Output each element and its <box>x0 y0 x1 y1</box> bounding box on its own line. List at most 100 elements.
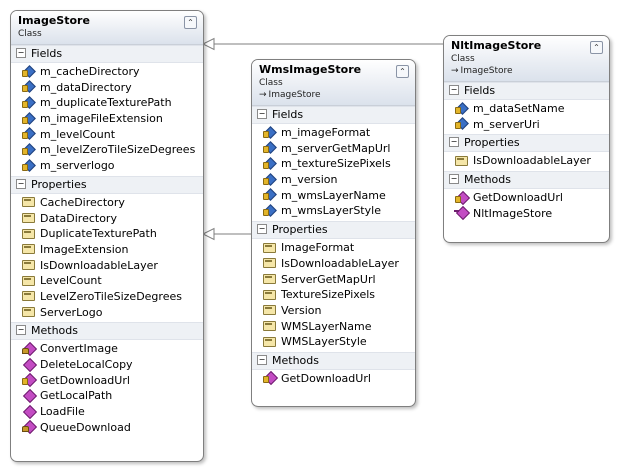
inherits-arrow-icon: → <box>259 90 267 100</box>
member-method[interactable]: ConvertImage <box>11 341 203 357</box>
inheritance-arrowhead-nlt <box>201 37 215 51</box>
member-field[interactable]: m_imageFormat <box>252 125 415 141</box>
property-icon <box>263 320 276 332</box>
member-method[interactable]: GetDownloadUrl <box>11 373 203 389</box>
member-field[interactable]: m_dataSetName <box>444 101 609 117</box>
member-property[interactable]: CacheDirectory <box>11 195 203 211</box>
member-field[interactable]: m_dataDirectory <box>11 80 203 96</box>
member-field[interactable]: m_serverlogo <box>11 158 203 174</box>
member-property[interactable]: DataDirectory <box>11 211 203 227</box>
property-icon <box>22 228 35 239</box>
member-property[interactable]: LevelCount <box>11 273 203 289</box>
section-header-fields[interactable]: −Fields <box>444 82 609 100</box>
member-field[interactable]: m_levelCount <box>11 127 203 143</box>
property-icon <box>22 196 35 208</box>
class-wmsimagestore[interactable]: WmsImageStore Class →ImageStore ⌃ −Field… <box>251 59 416 407</box>
member-method[interactable]: LoadFile <box>11 404 203 420</box>
class-name: NltImageStore <box>451 39 542 52</box>
collapse-minus-icon[interactable]: − <box>449 85 459 95</box>
member-method[interactable]: GetDownloadUrl <box>444 190 609 206</box>
member-field[interactable]: m_serverGetMapUrl <box>252 141 415 157</box>
property-icon <box>22 243 35 255</box>
collapse-minus-icon[interactable]: − <box>257 354 267 365</box>
section-header-methods[interactable]: −Methods <box>444 171 609 190</box>
class-nltimagestore[interactable]: NltImageStore Class →ImageStore ⌃ −Field… <box>443 35 610 243</box>
member-property[interactable]: ImageExtension <box>11 242 203 258</box>
member-property[interactable]: LevelZeroTileSizeDegrees <box>11 289 203 305</box>
member-field[interactable]: m_textureSizePixels <box>252 156 415 172</box>
member-method[interactable]: QueueDownload <box>11 420 203 436</box>
collapse-minus-icon[interactable]: − <box>449 137 459 148</box>
private-field-icon <box>22 144 35 155</box>
member-property[interactable]: ServerLogo <box>11 305 203 321</box>
protected-method-icon <box>22 343 35 354</box>
member-property[interactable]: WMSLayerStyle <box>252 334 415 350</box>
property-icon <box>455 155 468 166</box>
private-field-icon <box>263 127 276 138</box>
collapse-minus-icon[interactable]: − <box>449 174 459 185</box>
properties-list: ImageFormat IsDownloadableLayer ServerGe… <box>252 239 415 352</box>
constructor-method-icon <box>454 207 468 218</box>
private-field-icon <box>263 158 276 169</box>
member-method[interactable]: DeleteLocalCopy <box>11 357 203 373</box>
property-icon <box>263 242 276 253</box>
member-field[interactable]: m_wmsLayerName <box>252 188 415 204</box>
section-header-properties[interactable]: −Properties <box>252 221 415 240</box>
member-field[interactable]: m_version <box>252 172 415 188</box>
member-property[interactable]: ImageFormat <box>252 240 415 256</box>
member-method[interactable]: GetLocalPath <box>11 388 203 404</box>
private-method-icon <box>455 192 468 203</box>
chevron-up-icon[interactable]: ⌃ <box>396 65 409 78</box>
protected-method-icon <box>22 421 35 433</box>
methods-list: GetDownloadUrl <box>252 370 415 389</box>
member-property[interactable]: TextureSizePixels <box>252 287 415 303</box>
member-property[interactable]: IsDownloadableLayer <box>11 258 203 274</box>
section-header-properties[interactable]: −Properties <box>444 134 609 153</box>
section-header-fields[interactable]: −Fields <box>11 45 203 63</box>
section-header-fields[interactable]: −Fields <box>252 106 415 124</box>
collapse-minus-icon[interactable]: − <box>16 325 26 336</box>
private-field-icon <box>263 142 276 154</box>
chevron-up-icon[interactable]: ⌃ <box>590 41 603 54</box>
collapse-minus-icon[interactable]: − <box>16 48 26 58</box>
fields-list: m_dataSetName m_serverUri <box>444 100 609 134</box>
member-field[interactable]: m_cacheDirectory <box>11 64 203 80</box>
class-parent: →ImageStore <box>259 90 321 100</box>
private-field-icon <box>455 103 468 114</box>
member-method[interactable]: GetDownloadUrl <box>252 371 415 387</box>
collapse-minus-icon[interactable]: − <box>257 224 267 235</box>
section-header-properties[interactable]: −Properties <box>11 175 203 194</box>
property-icon <box>263 336 276 347</box>
member-field[interactable]: m_serverUri <box>444 117 609 133</box>
member-field[interactable]: m_levelZeroTileSizeDegrees <box>11 142 203 158</box>
property-icon <box>22 306 35 318</box>
method-icon <box>22 390 35 401</box>
inheritance-arrowhead-wms <box>201 227 215 241</box>
private-field-icon <box>263 189 276 201</box>
section-header-methods[interactable]: −Methods <box>252 351 415 370</box>
chevron-up-icon[interactable]: ⌃ <box>184 16 197 29</box>
property-icon <box>263 304 276 316</box>
private-field-icon <box>22 66 35 77</box>
collapse-minus-icon[interactable]: − <box>16 178 26 189</box>
property-icon <box>263 289 276 300</box>
member-field[interactable]: m_duplicateTexturePath <box>11 95 203 111</box>
member-property[interactable]: Version <box>252 303 415 319</box>
member-method[interactable]: NltImageStore <box>444 206 609 222</box>
class-imagestore[interactable]: ImageStore Class ⌃ −Fields m_cacheDirect… <box>10 10 204 462</box>
member-field[interactable]: m_imageFileExtension <box>11 111 203 127</box>
property-icon <box>22 290 35 302</box>
section-header-methods[interactable]: −Methods <box>11 322 203 341</box>
collapse-minus-icon[interactable]: − <box>257 109 267 119</box>
member-property[interactable]: DuplicateTexturePath <box>11 226 203 242</box>
member-property[interactable]: ServerGetMapUrl <box>252 272 415 288</box>
member-property[interactable]: IsDownloadableLayer <box>444 153 609 169</box>
property-icon <box>22 212 35 223</box>
member-field[interactable]: m_wmsLayerStyle <box>252 203 415 219</box>
class-stereotype: Class <box>18 29 42 39</box>
member-property[interactable]: WMSLayerName <box>252 319 415 335</box>
class-header: NltImageStore Class →ImageStore ⌃ <box>444 36 609 82</box>
class-name: WmsImageStore <box>259 63 362 76</box>
property-icon <box>263 273 276 284</box>
member-property[interactable]: IsDownloadableLayer <box>252 256 415 272</box>
